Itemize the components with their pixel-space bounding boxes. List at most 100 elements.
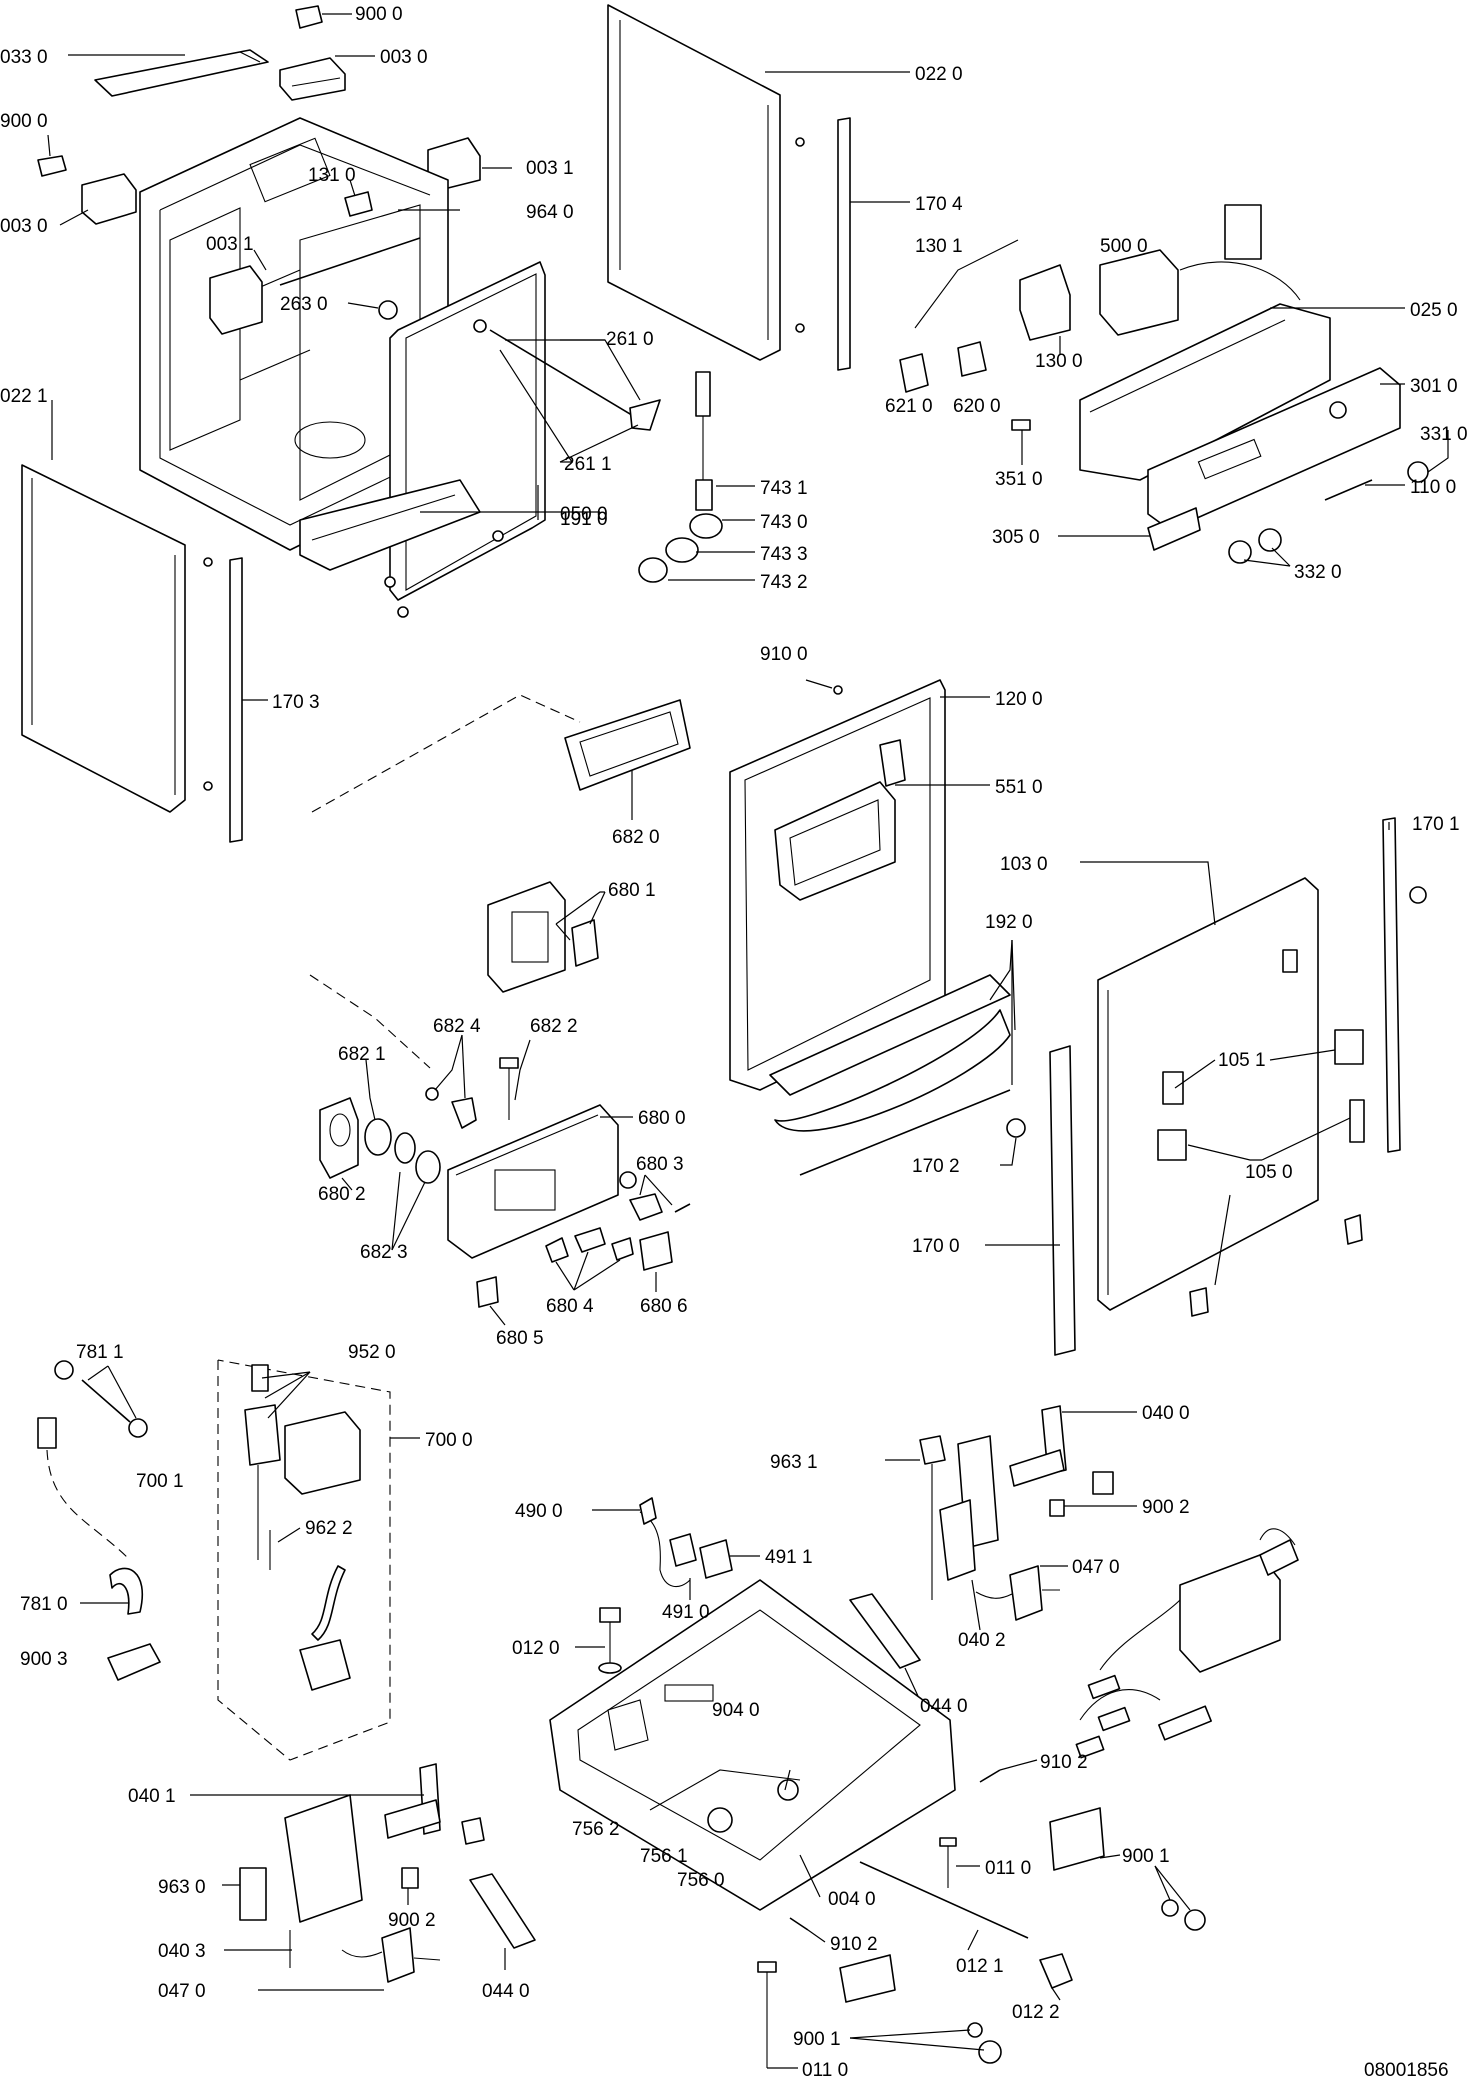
connector-491 xyxy=(669,1533,760,1600)
label-131-0: 131 0 xyxy=(308,165,356,186)
label-963-1: 963 1 xyxy=(770,1452,818,1473)
lamp-351 xyxy=(1011,419,1031,465)
label-900-0-a: 900 0 xyxy=(355,4,403,25)
label-003-1-a: 003 1 xyxy=(526,158,574,179)
bracket-900-top xyxy=(295,5,352,29)
label-680-1: 680 1 xyxy=(608,880,656,901)
bracket-040-0 xyxy=(1009,1405,1137,1487)
bracket-040-2 xyxy=(939,1435,999,1631)
label-682-3: 682 3 xyxy=(360,1242,408,1263)
tip-012-2 xyxy=(1039,1953,1073,2001)
bracket-900-1-b xyxy=(839,1954,1002,2064)
label-012-2: 012 2 xyxy=(1012,2002,1060,2023)
label-011-0-b: 011 0 xyxy=(802,2060,848,2078)
bracket-040-1 xyxy=(190,1763,441,1839)
label-682-4: 682 4 xyxy=(433,1016,481,1037)
label-105-1: 105 1 xyxy=(1218,1050,1266,1071)
label-900-2-a: 900 2 xyxy=(1142,1497,1190,1518)
bracket-040-3 xyxy=(224,1794,363,1968)
hose-781-1 xyxy=(54,1360,148,1438)
label-781-0: 781 0 xyxy=(20,1594,68,1615)
label-301-0: 301 0 xyxy=(1410,376,1458,397)
part-131 xyxy=(344,179,373,217)
pipe-743 xyxy=(638,371,755,583)
plug-170-2 xyxy=(1000,1118,1026,1166)
detergent-551 xyxy=(774,739,990,901)
label-700-0: 700 0 xyxy=(425,1430,473,1451)
label-130-1: 130 1 xyxy=(915,236,963,257)
dispenser-680-0 xyxy=(447,1104,637,1259)
label-900-3: 900 3 xyxy=(20,1649,68,1670)
label-680-2: 680 2 xyxy=(318,1184,366,1205)
arm-261 xyxy=(473,319,661,463)
label-952-0: 952 0 xyxy=(348,1342,396,1363)
cap-680-2 xyxy=(319,1097,359,1191)
strip-170-0 xyxy=(985,1045,1076,1356)
bracket-900-3 xyxy=(107,1643,161,1681)
label-040-1: 040 1 xyxy=(128,1786,176,1807)
bracket-963-0 xyxy=(222,1867,267,1921)
seals-682 xyxy=(364,1059,441,1251)
label-491-1: 491 1 xyxy=(765,1547,813,1568)
label-551-0: 551 0 xyxy=(995,777,1043,798)
label-743-1: 743 1 xyxy=(760,478,808,499)
label-680-4: 680 4 xyxy=(546,1296,594,1317)
label-680-0: 680 0 xyxy=(638,1108,686,1129)
label-040-0-a: 040 0 xyxy=(1142,1403,1190,1424)
label-261-0: 261 0 xyxy=(606,329,654,350)
parts-682-2-4 xyxy=(425,1034,531,1129)
spring-781 xyxy=(37,1417,131,1561)
cover-680-1 xyxy=(487,881,606,993)
label-003-0-b: 003 0 xyxy=(0,216,48,237)
trim-305 xyxy=(1058,507,1201,551)
bracket-900-1-a xyxy=(1049,1807,1206,1931)
strip-170-4 xyxy=(837,117,910,371)
door-panel-103 xyxy=(1080,861,1319,1311)
label-261-1: 261 1 xyxy=(564,454,612,475)
screw-910-2-b xyxy=(789,1917,826,1943)
label-012-0: 012 0 xyxy=(512,1638,560,1659)
foot-012-0 xyxy=(575,1607,622,1674)
wire-490 xyxy=(592,1497,691,1588)
motor-047-top xyxy=(975,1565,1068,1621)
label-047-0-a: 047 0 xyxy=(1072,1557,1120,1578)
plugs-bottom xyxy=(1189,1194,1363,1317)
label-964-0: 964 0 xyxy=(526,202,574,223)
spring-parts-680-3 xyxy=(629,1174,691,1221)
strip-170-1 xyxy=(1382,817,1427,1153)
hinge-003-1-inner xyxy=(209,249,267,335)
label-004-0: 004 0 xyxy=(828,1889,876,1910)
screw-910-2-a xyxy=(979,1759,1038,1783)
label-170-0: 170 0 xyxy=(912,1236,960,1257)
base-004 xyxy=(549,1579,956,1911)
label-047-0-b: 047 0 xyxy=(158,1981,206,2002)
label-904-0: 904 0 xyxy=(712,1700,760,1721)
pump-motor-500 xyxy=(1099,204,1301,336)
top-panel-033 xyxy=(68,49,269,97)
hose-781-0 xyxy=(80,1567,143,1615)
dashed-guide-680 xyxy=(309,974,431,1069)
label-022-1: 022 1 xyxy=(0,386,48,407)
inlet-group-700 xyxy=(217,1359,420,1761)
label-621-0: 621 0 xyxy=(885,396,933,417)
clip-680-5 xyxy=(476,1276,506,1326)
label-012-1: 012 1 xyxy=(956,1956,1004,1977)
label-170-2: 170 2 xyxy=(912,1156,960,1177)
label-191-0: 191 0 xyxy=(560,509,608,530)
label-130-0: 130 0 xyxy=(1035,351,1083,372)
label-756-0: 756 0 xyxy=(677,1870,725,1891)
label-040-3: 040 3 xyxy=(158,1941,206,1962)
channel-044-top xyxy=(849,1593,921,1697)
harness-wiring xyxy=(1075,1528,1299,1759)
controls-130 xyxy=(899,239,1071,393)
label-900-2-b: 900 2 xyxy=(388,1910,436,1931)
rod-110 xyxy=(1324,479,1405,501)
solenoid-680-6 xyxy=(639,1231,673,1292)
label-120-0: 120 0 xyxy=(995,689,1043,710)
drawing-number: 08001856 xyxy=(1364,2060,1449,2078)
screws-tub xyxy=(384,530,504,618)
label-044-0-a: 044 0 xyxy=(920,1696,968,1717)
label-110-0: 110 0 xyxy=(1410,477,1456,498)
trim-192 xyxy=(769,939,1016,1176)
label-900-1-b: 900 1 xyxy=(793,2029,841,2050)
